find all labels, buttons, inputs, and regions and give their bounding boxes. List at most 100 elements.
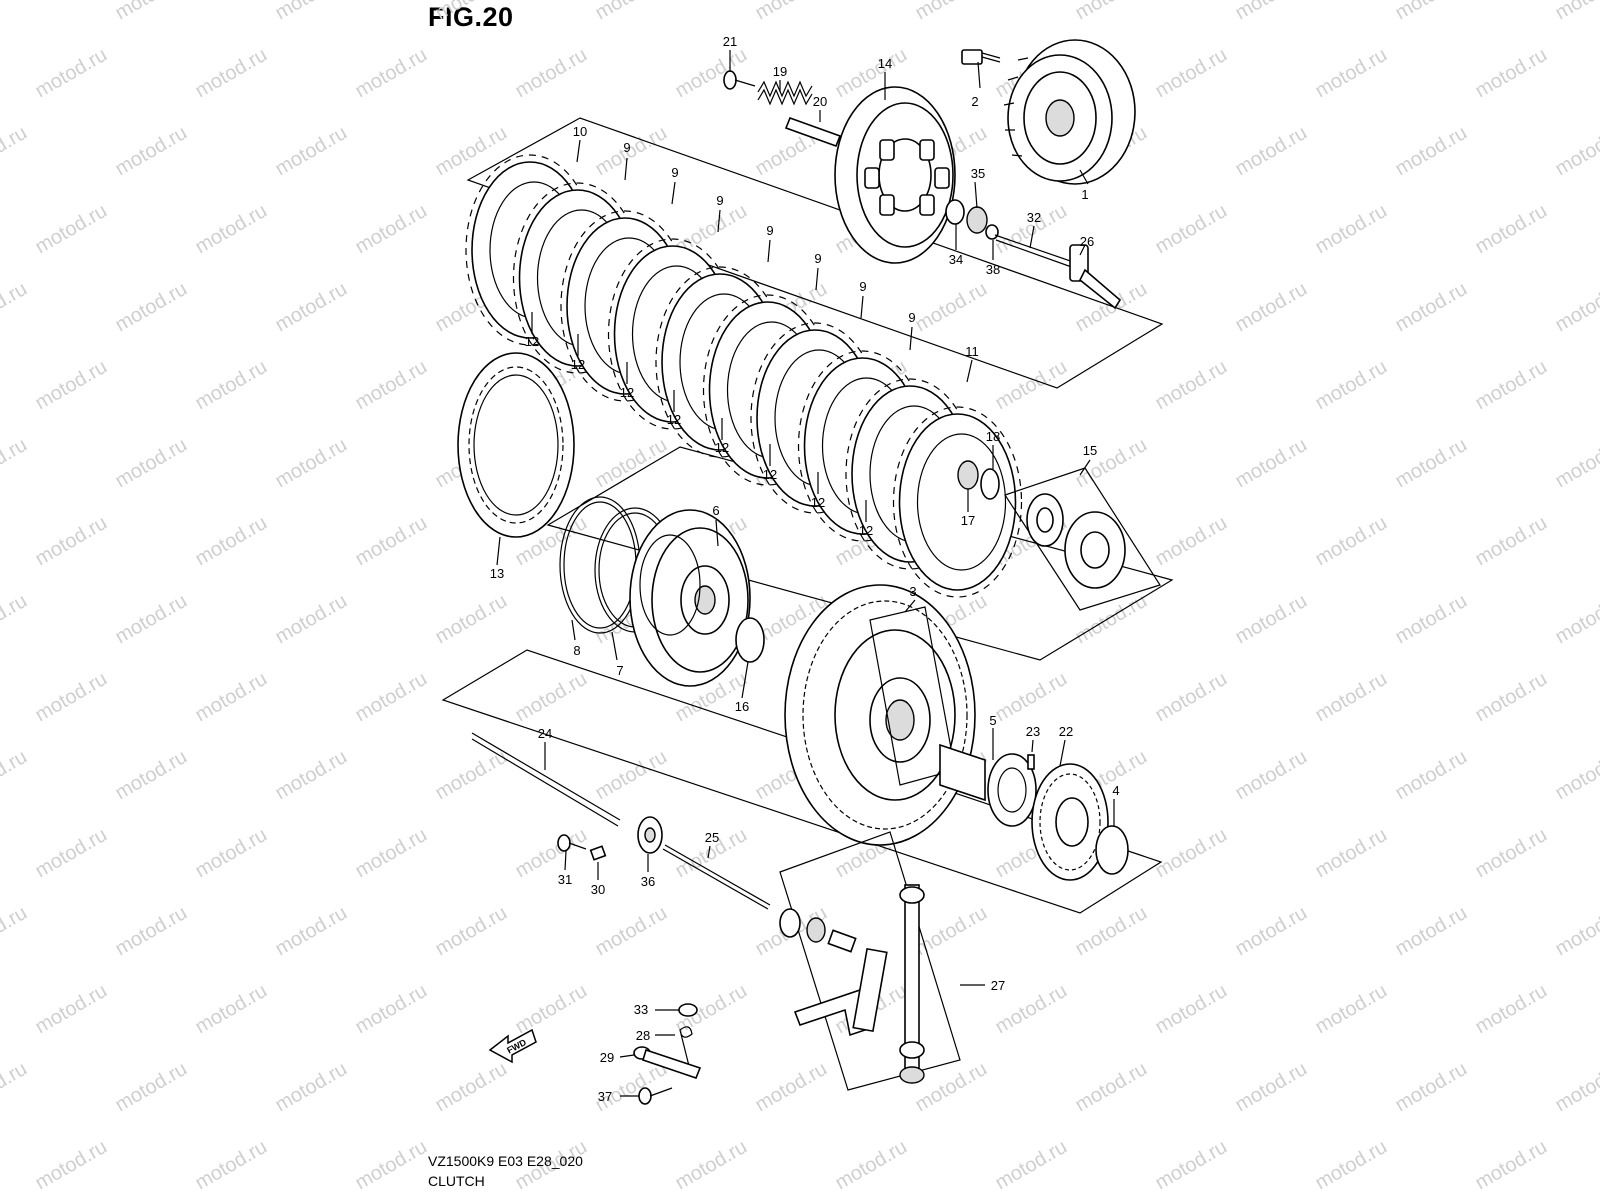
watermark-text: motod.ru [1472, 356, 1551, 415]
watermark-text: motod.ru [0, 590, 31, 649]
callout-36: 36 [641, 874, 655, 889]
callout-9g: 9 [908, 310, 915, 325]
callout-9c: 9 [716, 193, 723, 208]
watermark-text: motod.ru [272, 902, 351, 961]
model-code: VZ1500K9 E03 E28_020 [428, 1153, 583, 1169]
callout-12h: 12 [859, 523, 873, 538]
watermark-text: motod.ru [1392, 1058, 1471, 1117]
part-22-gear [1031, 763, 1109, 881]
callout-6: 6 [712, 503, 719, 518]
callout-5: 5 [989, 713, 996, 728]
watermark-text: motod.ru [1472, 824, 1551, 883]
callout-28: 28 [636, 1028, 650, 1043]
watermark-text: motod.ru [192, 668, 271, 727]
callout-2: 2 [971, 94, 978, 109]
part-35-bearing [966, 206, 988, 234]
part-8-ring [559, 496, 641, 634]
fwd-arrow-icon: FWD [488, 1028, 537, 1064]
part-6-hub [629, 509, 751, 687]
callout-20: 20 [813, 94, 827, 109]
watermark-text: motod.ru [192, 44, 271, 103]
callout-33: 33 [634, 1002, 648, 1017]
watermark-text: motod.ru [752, 1058, 831, 1117]
part-37-bolt [638, 1087, 673, 1105]
watermark-text: motod.ru [192, 512, 271, 571]
clutch-plate [892, 406, 1023, 598]
watermark-text: motod.ru [1472, 1136, 1551, 1195]
callout-35: 35 [971, 166, 985, 181]
watermark-text: motod.ru [1552, 434, 1600, 493]
callout-3: 3 [909, 584, 916, 599]
callout-21: 21 [723, 34, 737, 49]
watermark-text: motod.ru [1392, 590, 1471, 649]
watermark-text: motod.ru [352, 1136, 431, 1195]
watermark-text: motod.ru [112, 746, 191, 805]
watermark-text: motod.ru [512, 824, 591, 883]
part-21-bolt [723, 70, 756, 90]
watermark-text: motod.ru [1072, 278, 1151, 337]
watermark-text: motod.ru [1152, 356, 1231, 415]
watermark-text: motod.ru [1072, 0, 1151, 24]
watermark-text: motod.ru [192, 824, 271, 883]
plate-stack [465, 154, 1023, 598]
watermark-text: motod.ru [1232, 122, 1311, 181]
callout-22: 22 [1059, 724, 1073, 739]
callout-9d: 9 [766, 223, 773, 238]
watermark-text: motod.ru [1392, 278, 1471, 337]
part-15-frame [1004, 467, 1161, 611]
watermark-text: motod.ru [352, 356, 431, 415]
watermark-text: motod.ru [1232, 746, 1311, 805]
watermark-text: motod.ru [992, 356, 1071, 415]
watermark-text: motod.ru [1152, 44, 1231, 103]
callout-32: 32 [1027, 210, 1041, 225]
watermark-text: motod.ru [992, 668, 1071, 727]
part-20-pin [784, 116, 842, 148]
watermark-text: motod.ru [32, 200, 111, 259]
part-15-damper [1026, 493, 1126, 589]
callout-27: 27 [991, 978, 1005, 993]
callout-12a: 12 [525, 334, 539, 349]
watermark-text: motod.ru [0, 1058, 31, 1117]
callout-12b: 12 [571, 357, 585, 372]
watermark-text: motod.ru [272, 278, 351, 337]
watermark-text: motod.ru [32, 824, 111, 883]
watermark-text: motod.ru [912, 278, 991, 337]
watermark-text: motod.ru [352, 200, 431, 259]
watermark-text: motod.ru [112, 902, 191, 961]
watermark-text: motod.ru [192, 356, 271, 415]
watermark-text: motod.ru [1072, 1058, 1151, 1117]
callout-9a: 9 [623, 140, 630, 155]
watermark-text: motod.ru [512, 44, 591, 103]
callout-18: 18 [986, 429, 1000, 444]
watermark-text: motod.ru [592, 1058, 671, 1117]
callout-9e: 9 [814, 251, 821, 266]
watermark-text: motod.ru [1312, 44, 1391, 103]
callout-12e: 12 [715, 440, 729, 455]
watermark-text: motod.ru [1312, 668, 1391, 727]
part-33-washer [678, 1003, 698, 1017]
callout-31: 31 [558, 872, 572, 887]
watermark-text: motod.ru [592, 746, 671, 805]
watermark-text: motod.ru [352, 44, 431, 103]
watermark-text: motod.ru [432, 122, 511, 181]
watermark-text: motod.ru [1232, 434, 1311, 493]
watermark-text: motod.ru [0, 0, 31, 24]
plates-frame [466, 117, 1164, 389]
part-25-rod [664, 844, 771, 906]
callout-7: 7 [616, 663, 623, 678]
callout-10: 10 [573, 124, 587, 139]
callout-30: 30 [591, 882, 605, 897]
section-name: CLUTCH [428, 1173, 485, 1189]
watermark-text: motod.ru [1152, 200, 1231, 259]
part-18-ring [980, 468, 1000, 500]
part-3-housing [784, 584, 976, 846]
watermark-text: motod.ru [352, 824, 431, 883]
callout-25: 25 [705, 830, 719, 845]
watermark-text: motod.ru [432, 902, 511, 961]
watermark-text: motod.ru [1232, 0, 1311, 24]
watermark-text: motod.ru [1152, 668, 1231, 727]
watermark-text: motod.ru [1152, 1136, 1231, 1195]
watermark-text: motod.ru [512, 980, 591, 1039]
callout-29: 29 [600, 1050, 614, 1065]
callout-1: 1 [1081, 187, 1088, 202]
